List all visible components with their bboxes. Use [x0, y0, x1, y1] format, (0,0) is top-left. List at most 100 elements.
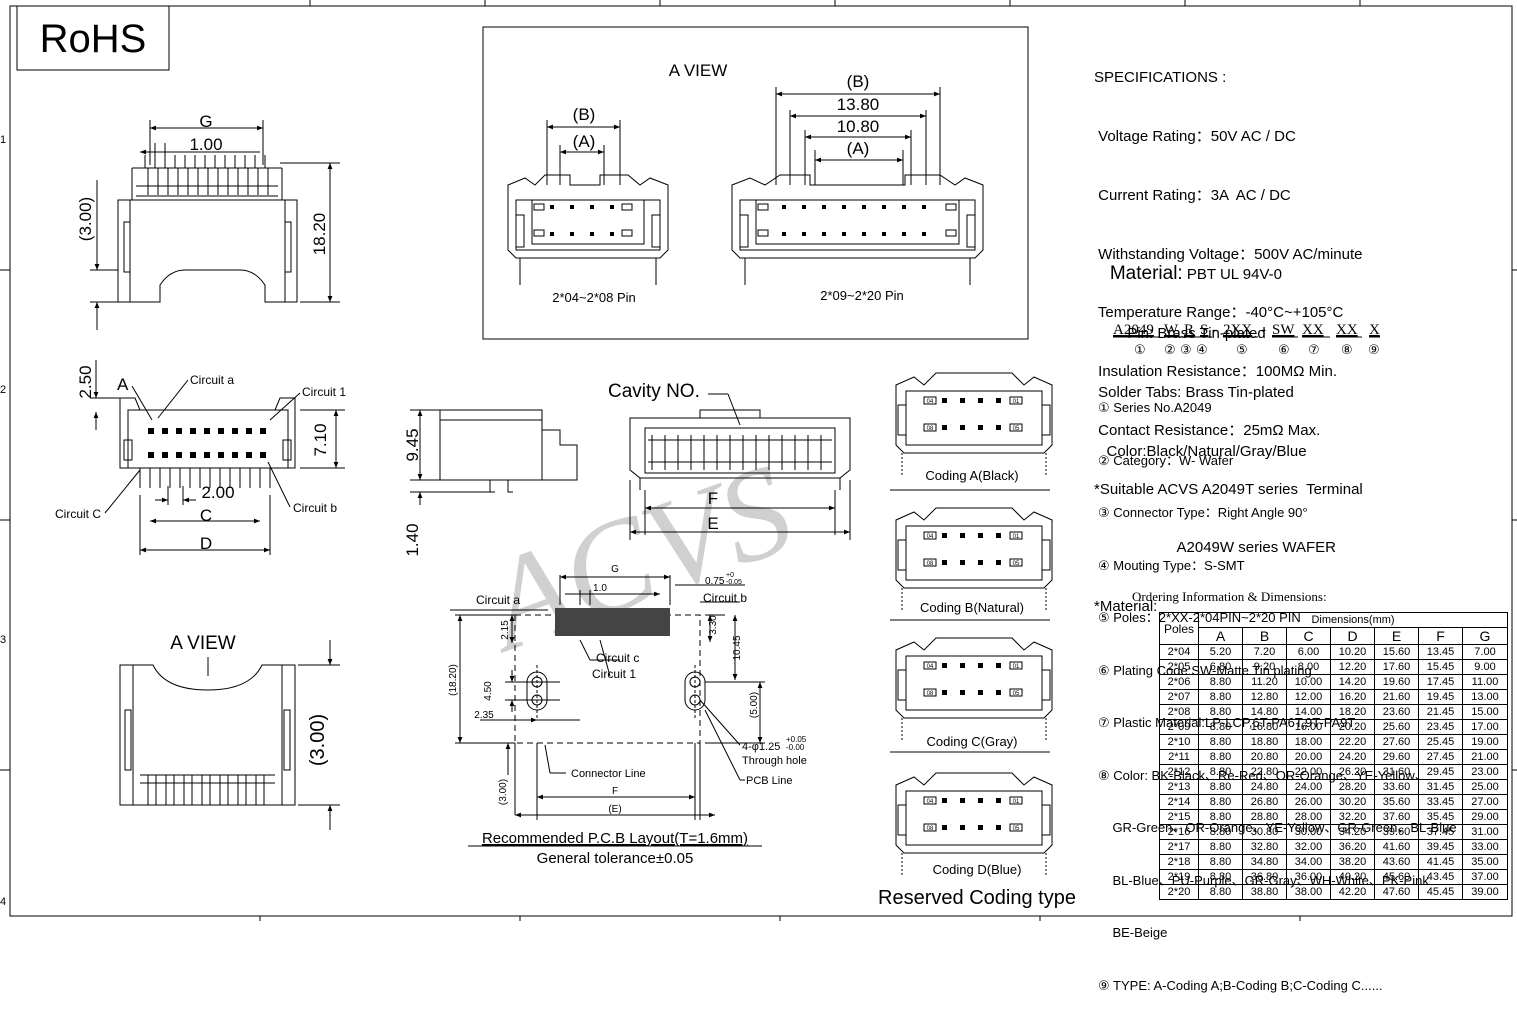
large-caption: 2*09~2*20 Pin	[820, 288, 904, 303]
pin-label: 05	[1013, 426, 1020, 432]
front-a-view-drawing	[119, 640, 340, 830]
pin-label: 08	[927, 561, 934, 567]
table-cell: 28.20	[1330, 779, 1375, 795]
coding-label-a: Coding A(Black)	[925, 468, 1018, 483]
table-cell: 2*08	[1159, 704, 1199, 720]
table-cell: 8.80	[1198, 704, 1243, 720]
code-series: A2049	[1113, 322, 1154, 338]
pcb-dim-f: F	[612, 786, 618, 797]
table-cell: 42.20	[1330, 884, 1375, 900]
table-cell: 8.80	[1198, 674, 1243, 690]
top-view-drawing	[90, 120, 340, 330]
small-dim-b: (B)	[573, 105, 596, 124]
table-cell: 15.45	[1418, 659, 1463, 675]
table-cell: 29.45	[1418, 764, 1463, 780]
table-cell: 45.45	[1418, 884, 1463, 900]
pcb-dim-10: 1.0	[593, 583, 607, 594]
table-cell: 37.00	[1462, 869, 1508, 885]
table-cell: 37.60	[1374, 809, 1419, 825]
dim-d: D	[200, 534, 212, 553]
table-cell: 31.45	[1418, 779, 1463, 795]
table-cell: 7.00	[1462, 644, 1508, 660]
dim-140: 1.40	[403, 523, 422, 556]
pcb-dim-075: 0.75	[705, 576, 725, 587]
table-cell: 10.00	[1286, 674, 1331, 690]
spec-line: Voltage Rating：50V AC / DC	[1094, 127, 1296, 145]
table-cell: 25.00	[1462, 779, 1508, 795]
code-material: XX	[1302, 322, 1324, 338]
table-cell: 19.60	[1374, 674, 1419, 690]
side-view-drawing	[410, 409, 578, 505]
pcb-through-hole: Through hole	[742, 755, 807, 767]
table-cell: 8.80	[1198, 794, 1243, 810]
dim-g: G	[199, 112, 212, 131]
table-cell: 14.80	[1242, 704, 1287, 720]
table-cell: 2*04	[1159, 644, 1199, 660]
legend-line: ④ Mouting Type：S-SMT	[1098, 557, 1245, 573]
table-cell: 24.00	[1286, 779, 1331, 795]
table-cell: 33.00	[1462, 839, 1508, 855]
marker-4: ④	[1196, 342, 1208, 357]
pcb-tolerance: General tolerance±0.05	[537, 850, 694, 867]
coding-label-c: Coding C(Gray)	[926, 734, 1017, 749]
table-cell: 33.45	[1418, 794, 1463, 810]
table-cell: 18.80	[1242, 734, 1287, 750]
table-cell: 2*06	[1159, 674, 1199, 690]
table-cell: 14.20	[1330, 674, 1375, 690]
pcb-dim-1045: 10.45	[732, 635, 743, 660]
pcb-dim-300: (3.00)	[498, 779, 509, 805]
legend-line: BE-Beige	[1098, 925, 1168, 940]
table-cell: 8.80	[1198, 734, 1243, 750]
table-cell: 43.60	[1374, 854, 1419, 870]
pcb-hole-tol-up: +0.05	[786, 735, 807, 744]
material-solder: Solder Tabs: Brass Tin-plated	[1094, 383, 1294, 401]
pcb-circuit-a: Circuit a	[476, 593, 520, 607]
pin-label: 04	[927, 664, 934, 670]
table-cell: 8.80	[1198, 779, 1243, 795]
material-value: PBT UL 94V-0	[1182, 266, 1282, 284]
code-category: W	[1164, 322, 1179, 338]
pin-label: 05	[1013, 691, 1020, 697]
spec-line: Insulation Resistance：100MΩ Min.	[1094, 363, 1337, 381]
small-dim-a: (A)	[573, 132, 596, 151]
dim-300-top: (3.00)	[76, 197, 95, 241]
table-cell: 6.00	[1286, 644, 1331, 660]
table-cell: 8.80	[1198, 839, 1243, 855]
dim-1820: 18.20	[310, 213, 329, 256]
marker-8: ⑧	[1341, 342, 1353, 357]
large-dim-1080: 10.80	[837, 117, 880, 136]
drawing-canvas: 1 2 3 4 RoHS ACVS G 1.00 (3.00) 18.20	[0, 0, 1517, 921]
table-cell: 26.00	[1286, 794, 1331, 810]
table-cell: 18.00	[1286, 734, 1331, 750]
pcb-circuit-b: Circuit b	[703, 591, 747, 605]
pcb-dim-450: 4.50	[483, 681, 494, 701]
table-cell: 6.80	[1198, 659, 1243, 675]
rohs-label: RoHS	[40, 17, 147, 61]
table-cell: 2*15	[1159, 809, 1199, 825]
table-cell: 28.00	[1286, 809, 1331, 825]
table-cell: 35.45	[1418, 809, 1463, 825]
dim-pitch: 1.00	[189, 135, 222, 154]
ordering-title: Ordering Information & Dimensions:	[1132, 589, 1327, 604]
table-cell: 2*16	[1159, 824, 1199, 840]
table-cell: 36.80	[1242, 869, 1287, 885]
table-cell: 12.80	[1242, 689, 1287, 705]
table-cell: 5.20	[1198, 644, 1243, 660]
table-cell: 19.45	[1418, 689, 1463, 705]
table-cell: 32.80	[1242, 839, 1287, 855]
table-cell: 8.80	[1198, 764, 1243, 780]
table-cell: 12.20	[1330, 659, 1375, 675]
spec-line: *Suitable ACVS A2049T series Terminal	[1094, 480, 1363, 498]
table-cell: 28.80	[1242, 809, 1287, 825]
table-cell: 8.80	[1198, 854, 1243, 870]
table-cell: 2*14	[1159, 794, 1199, 810]
pin-label: 01	[1013, 534, 1020, 540]
